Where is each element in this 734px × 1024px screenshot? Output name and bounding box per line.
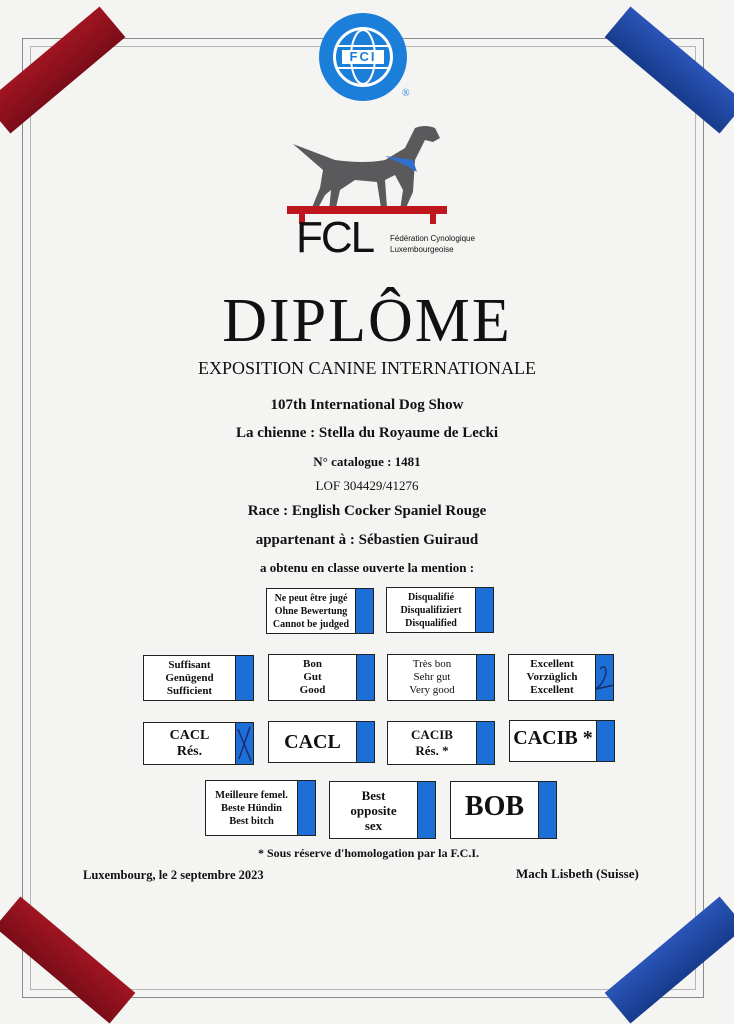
- box-line: Suffisant: [168, 658, 211, 671]
- box-line: Very good: [409, 684, 455, 696]
- lof-number: LOF 304429/41276: [315, 478, 419, 493]
- fci-logo-text: FCI: [349, 49, 377, 64]
- box-line: Disqualified: [405, 617, 457, 629]
- owner: appartenant à : Sébastien Guiraud: [255, 532, 479, 548]
- checkbox-strip: [297, 781, 315, 835]
- box-line: sex: [364, 817, 383, 833]
- checkbox-strip: [538, 782, 556, 838]
- checkbox-strip: [475, 588, 493, 632]
- box-label: CACL: [284, 731, 341, 753]
- checkbox-strip: [355, 589, 373, 633]
- box-line: Très bon: [412, 658, 452, 670]
- footnote: * Sous réserve d'homologation par la F.C…: [258, 846, 480, 860]
- fcl-name-1: Fédération Cynologique: [390, 234, 475, 243]
- show-name: 107th International Dog Show: [270, 397, 464, 413]
- box-line: Best bitch: [229, 815, 274, 827]
- handwritten-x-icon: [237, 726, 252, 762]
- checkbox-strip-checked: [595, 655, 615, 700]
- box-line: Excellent: [530, 658, 574, 670]
- box-line: Disqualifié: [407, 591, 455, 603]
- box-bob: BOB: [450, 781, 557, 839]
- checkbox-strip: [596, 721, 614, 761]
- box-line: Ne peut être jugé: [274, 592, 348, 604]
- checkbox-strip: [356, 722, 374, 762]
- box-cacib: CACIB *: [509, 720, 615, 762]
- box-line: Excellent: [530, 684, 574, 696]
- box-line: Cannot be judged: [272, 618, 350, 630]
- judge-name: Mach Lisbeth (Suisse): [516, 866, 639, 881]
- registered-mark: ®: [402, 88, 410, 99]
- diploma-title: DIPLÔME: [222, 287, 512, 355]
- fcl-letters: FCL: [296, 213, 375, 262]
- checkbox-strip: [417, 782, 435, 838]
- box-line: Disqualifiziert: [400, 604, 462, 616]
- checkbox-strip: [476, 655, 494, 700]
- box-line: CACL: [169, 727, 210, 743]
- box-line: opposite: [350, 802, 397, 818]
- box-line: CACIB: [411, 727, 453, 742]
- box-line: Beste Hündin: [221, 802, 282, 814]
- breed: Race : English Cocker Spaniel Rouge: [247, 503, 487, 519]
- dog-name: La chienne : Stella du Royaume de Lecki: [235, 425, 499, 441]
- box-label: BOB: [464, 791, 525, 822]
- box-line: Ohne Bewertung: [274, 605, 348, 617]
- box-line: Bon: [303, 658, 322, 670]
- mention-label: a obtenu en classe ouverte la mention :: [259, 560, 475, 575]
- box-line: Best: [361, 787, 386, 803]
- checkbox-strip: [235, 656, 253, 700]
- catalogue-number: N° catalogue : 1481: [313, 454, 421, 469]
- box-line: Rés.: [176, 743, 203, 759]
- handwritten-mark-icon: [595, 666, 615, 690]
- box-line: Rés. *: [415, 743, 449, 758]
- checkbox-strip: [476, 722, 494, 764]
- place-date: Luxembourg, le 2 septembre 2023: [83, 868, 264, 882]
- fcl-name-2: Luxembourgeoise: [390, 245, 454, 254]
- box-line: Genügend: [165, 671, 214, 684]
- box-line: Good: [299, 684, 326, 696]
- box-line: Sufficient: [166, 684, 213, 697]
- box-line: Gut: [303, 671, 322, 683]
- dog-logo-icon: [285, 120, 450, 230]
- box-cacl: CACL: [268, 721, 375, 763]
- fci-logo: FCI: [318, 12, 408, 102]
- diploma-subtitle: EXPOSITION CANINE INTERNATIONALE: [198, 358, 536, 378]
- box-line: Sehr gut: [413, 671, 451, 683]
- checkbox-strip-checked: [235, 723, 253, 764]
- checkbox-strip: [356, 655, 374, 700]
- box-label: CACIB *: [513, 727, 593, 749]
- box-line: Vorzüglich: [526, 671, 578, 683]
- box-line: Meilleure femel.: [215, 789, 288, 801]
